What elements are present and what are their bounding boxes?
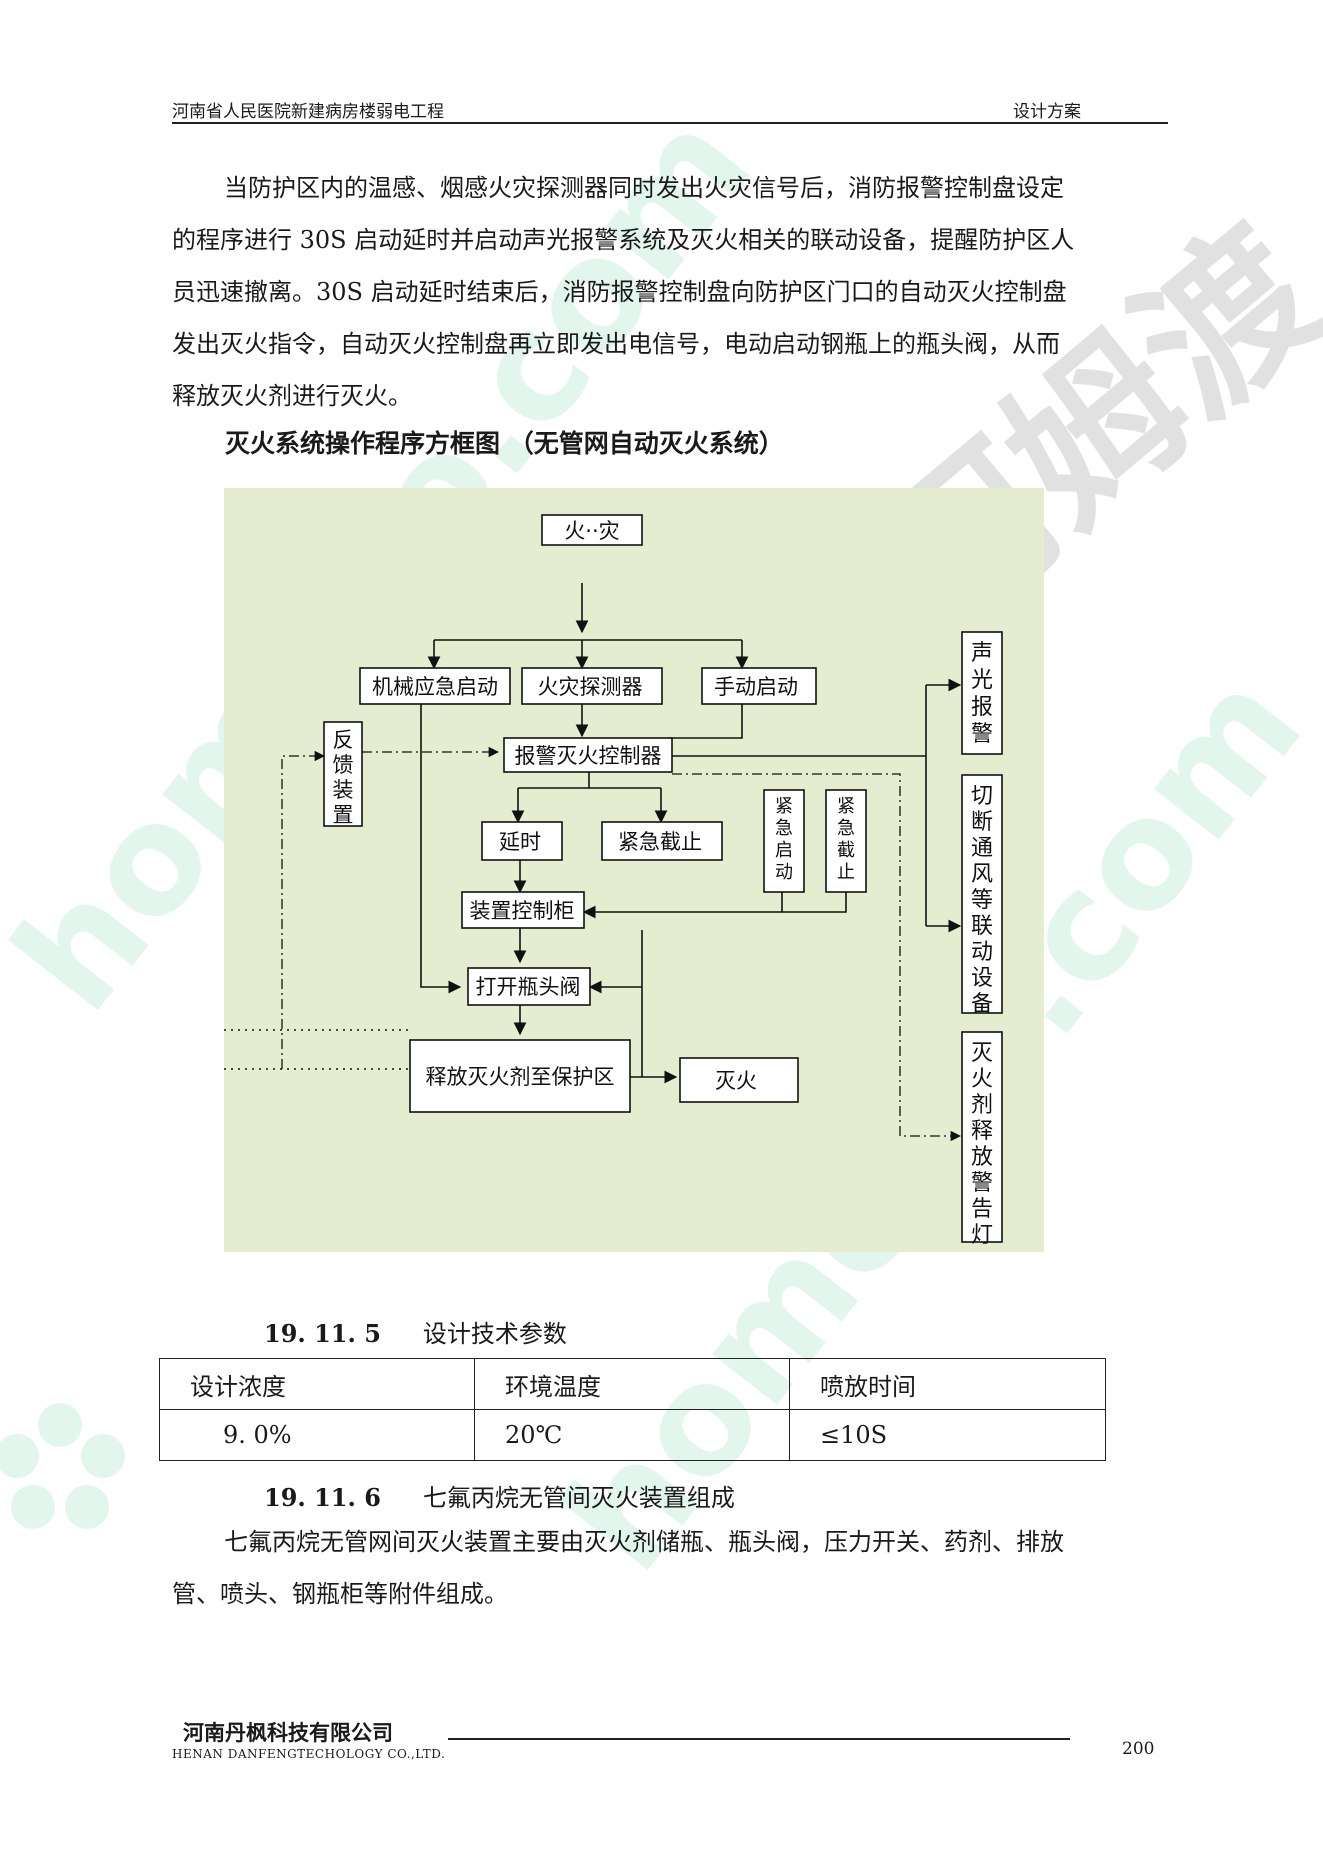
node-emerg-stop-v-label: 紧急截止 (837, 796, 855, 883)
node-emerg-start-v-label: 紧急启动 (775, 796, 793, 883)
node-controller-label: 报警灭火控制器 (515, 744, 662, 768)
section-number: 19. 11. 6 (264, 1483, 381, 1512)
table-cell: 20℃ (474, 1409, 790, 1461)
intro-line: 当防护区内的温感、烟感火灾探测器同时发出火灾信号后，消防报警控制盘设定 (224, 174, 1064, 202)
watermark-flower-icon (0, 1403, 125, 1529)
node-delay-label: 延时 (499, 830, 541, 854)
node-sound-light-box (961, 631, 1003, 755)
flowchart-background (224, 488, 1044, 1252)
table-header-cell: 喷放时间 (789, 1358, 1106, 1410)
section-heading-19-11-5: 19. 11. 5 设计技术参数 (264, 1314, 567, 1349)
node-cabinet-label: 装置控制柜 (470, 899, 575, 923)
section-title: 七氟丙烷无管间灭火装置组成 (422, 1484, 735, 1512)
table-header-cell: 环境温度 (474, 1358, 790, 1410)
diagram-caption: 灭火系统操作程序方框图 （无管网自动灭火系统） (225, 429, 784, 458)
node-mech-start-box (359, 667, 511, 705)
node-sound-light-label: 声光报警 (971, 641, 993, 747)
node-emergency-stop-label: 紧急截止 (618, 830, 702, 854)
node-fire-box (541, 514, 643, 546)
node-emergency-stop-box (601, 821, 723, 861)
node-release-box (409, 1039, 631, 1113)
node-release-lamp-label: 灭火剂释放警告灯 (971, 1041, 993, 1248)
intro-line: 员迅速撤离。30S 启动延时结束后，消防报警控制盘向防护区门口的自动灭火控制盘 (172, 278, 1067, 306)
table-row: 9. 0% 20℃ ≤10S (159, 1409, 1106, 1461)
node-extinguish-box (679, 1057, 799, 1103)
footer-rule (448, 1738, 1070, 1740)
node-valve-label: 打开瓶头阀 (476, 975, 581, 999)
footer-company-en: HENAN DANFENGTECHOLOGY CO.,LTD. (172, 1747, 446, 1761)
table-header-row: 设计浓度 环境温度 喷放时间 (159, 1358, 1106, 1410)
node-mech-start-label: 机械应急启动 (372, 675, 498, 699)
intro-line: 的程序进行 30S 启动延时并启动声光报警系统及灭火相关的联动设备，提醒防护区人 (172, 226, 1075, 254)
header-title: 河南省人民医院新建病房楼弱电工程 (172, 102, 444, 122)
header-doc-type: 设计方案 (1013, 102, 1081, 122)
node-detector-label: 火灾探测器 (538, 675, 643, 699)
design-parameters-table: 设计浓度 环境温度 喷放时间 9. 0% 20℃ ≤10S (159, 1358, 1106, 1461)
flowchart: 火··灾 机械应急启动 火灾探测器 手动启动 报警灭火控制器 延时 紧急截止 装… (224, 488, 1044, 1252)
node-controller-box (503, 737, 673, 773)
node-detector-box (521, 667, 663, 705)
node-cabinet-box (461, 891, 585, 929)
section-title: 设计技术参数 (422, 1320, 567, 1348)
node-delay-box (481, 821, 563, 861)
composition-line: 七氟丙烷无管网间灭火装置主要由灭火剂储瓶、瓶头阀，压力开关、药剂、排放 (224, 1528, 1064, 1556)
node-valve-box (467, 967, 591, 1006)
intro-line: 发出灭火指令，自动灭火控制盘再立即发出电信号，电动启动钢瓶上的瓶头阀，从而 (172, 330, 1060, 358)
node-cut-vent-box (961, 774, 1003, 1014)
intro-line: 释放灭火剂进行灭火。 (172, 382, 412, 410)
node-cut-vent-label: 切断通风等联动设备 (971, 784, 993, 1017)
section-number: 19. 11. 5 (264, 1319, 381, 1348)
footer-company-cn: 河南丹枫科技有限公司 (183, 1721, 393, 1745)
node-release-label: 释放灭火剂至保护区 (426, 1065, 615, 1089)
node-manual-start-label: 手动启动 (714, 675, 798, 699)
node-release-lamp-box (961, 1031, 1003, 1243)
intro-paragraph: 当防护区内的温感、烟感火灾探测器同时发出火灾信号后，消防报警控制盘设定 的程序进… (172, 162, 1172, 422)
section-heading-19-11-6: 19. 11. 6 七氟丙烷无管间灭火装置组成 (264, 1478, 735, 1513)
node-fire-label: 火··灾 (564, 519, 619, 543)
composition-line: 管、喷头、钢瓶柜等附件组成。 (172, 1580, 508, 1608)
node-emerg-stop-v-box (825, 789, 867, 893)
page-number: 200 (1122, 1739, 1155, 1759)
header-rule (172, 122, 1168, 124)
node-feedback-box (323, 721, 363, 827)
table-header-cell: 设计浓度 (159, 1358, 475, 1410)
node-extinguish-label: 灭火 (715, 1069, 757, 1093)
composition-paragraph: 七氟丙烷无管网间灭火装置主要由灭火剂储瓶、瓶头阀，压力开关、药剂、排放 管、喷头… (172, 1516, 1172, 1620)
node-emerg-start-v-box (763, 789, 805, 893)
table-cell: 9. 0% (159, 1409, 475, 1461)
table-cell: ≤10S (789, 1409, 1106, 1461)
node-manual-start-box (701, 667, 817, 705)
node-feedback-label: 反馈装置 (333, 728, 354, 827)
